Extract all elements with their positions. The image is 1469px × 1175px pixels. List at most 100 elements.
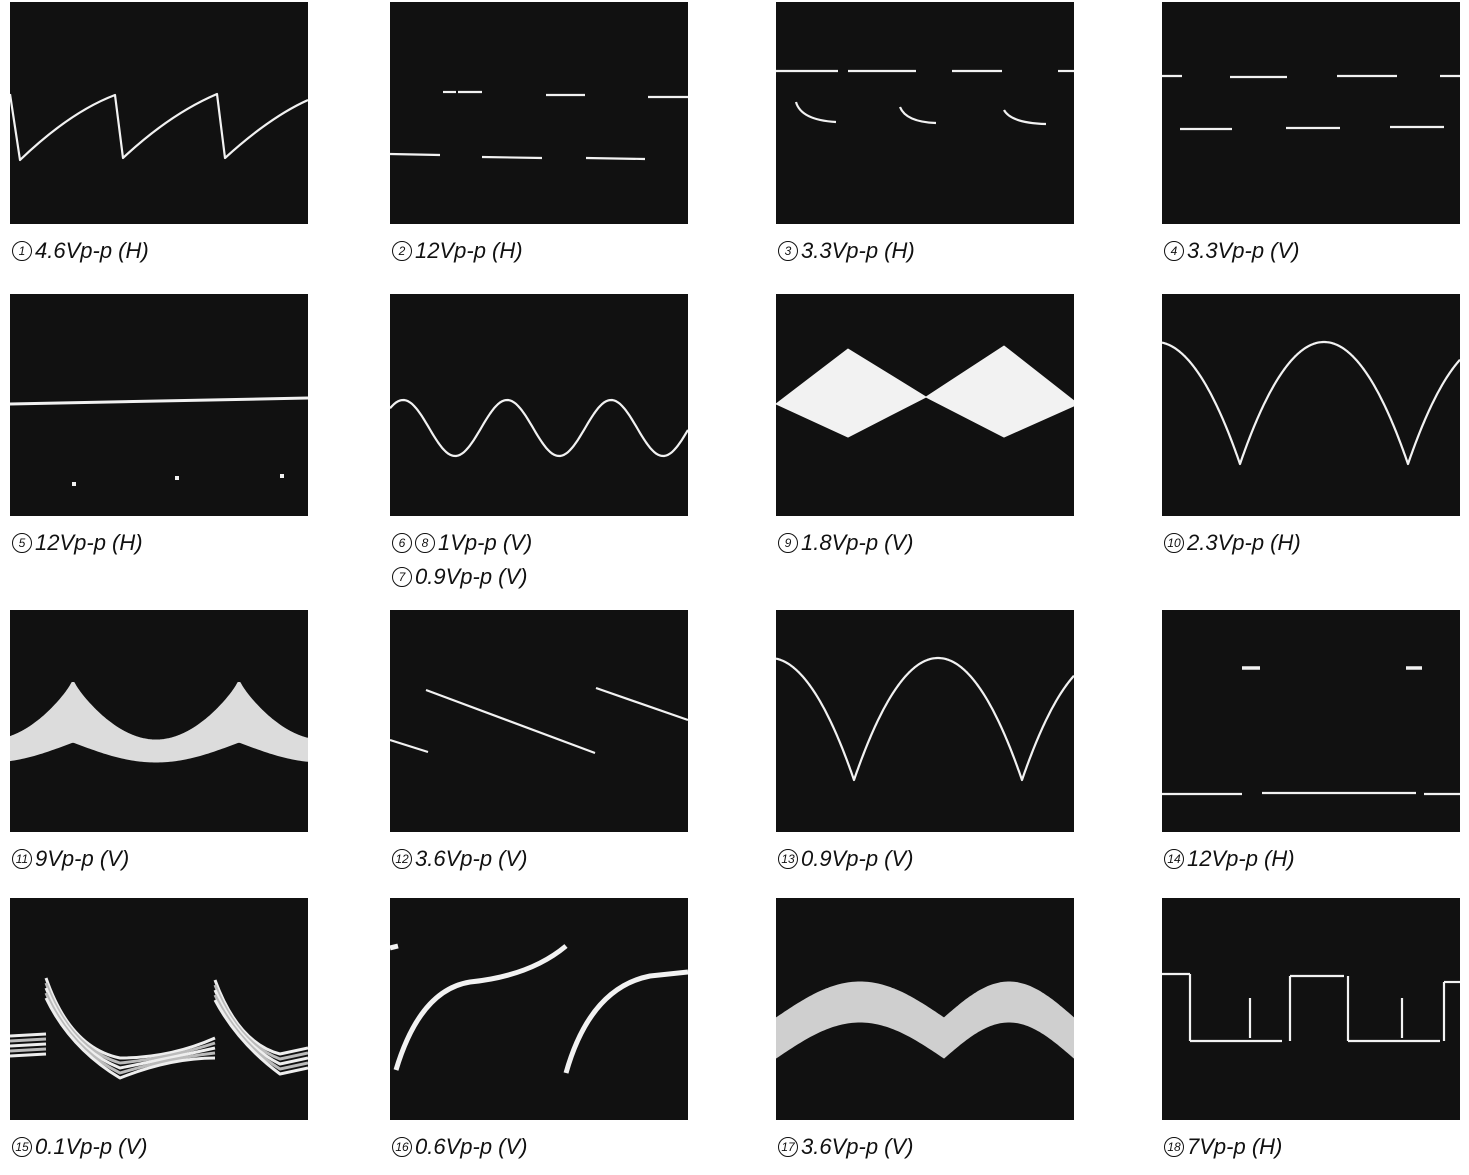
waveform-svg: [1162, 74, 1460, 131]
circled-number-badge: 17: [778, 1137, 798, 1157]
trace-segment: [425, 688, 596, 755]
voltage-label: 12Vp-p (H): [415, 238, 523, 263]
parabola-trace: [776, 656, 1074, 782]
waveform-svg: [390, 398, 688, 458]
band-trace: [10, 997, 308, 1080]
voltage-label: 3.6Vp-p (V): [801, 1134, 914, 1159]
waveform-svg: [1162, 972, 1460, 1043]
oscilloscope-trace-image: [776, 2, 1074, 224]
circled-number-badge: 18: [1164, 1137, 1184, 1157]
circled-number-badge: 6: [392, 533, 412, 553]
droop: [794, 101, 837, 124]
waveform-svg: [10, 682, 308, 763]
voltage-label: 9Vp-p (V): [35, 846, 130, 871]
circled-number-badge: 16: [392, 1137, 412, 1157]
exp-trace: [393, 944, 568, 1071]
trace-segment: [390, 152, 441, 157]
voltage-label: 12Vp-p (H): [35, 530, 143, 555]
sawtooth-trace: [10, 92, 308, 162]
oscilloscope-trace-image: [10, 2, 308, 224]
circled-number-badge: 10: [1164, 533, 1184, 553]
exp-trace: [563, 969, 688, 1074]
waveform-svg: [1162, 340, 1460, 466]
band-trace: [10, 982, 308, 1065]
circled-number-badge: 3: [778, 241, 798, 261]
oscilloscope-trace-image: [776, 610, 1074, 832]
oscilloscope-trace-image: [1162, 2, 1460, 224]
voltage-label: 3.6Vp-p (V): [415, 846, 528, 871]
droop: [898, 106, 937, 125]
circled-number-badge: 13: [778, 849, 798, 869]
waveform-svg: [390, 90, 688, 161]
circled-number-badge: 1: [12, 241, 32, 261]
trace-segment: [390, 738, 429, 754]
trace-segment: [481, 155, 543, 160]
waveform-svg: [776, 69, 1074, 126]
waveform-svg: [776, 656, 1074, 782]
circled-number-badge: 15: [12, 1137, 32, 1157]
waveform-svg: [10, 92, 308, 162]
circled-number-badge: 8: [415, 533, 435, 553]
voltage-label: 7Vp-p (H): [1187, 1134, 1283, 1159]
oscilloscope-trace-image: [390, 610, 688, 832]
waveform-svg: [776, 345, 1074, 438]
voltage-label: 1.8Vp-p (V): [801, 530, 914, 555]
oscilloscope-trace-image: [10, 898, 308, 1120]
waveform-svg: [390, 943, 688, 1074]
band-trace: [10, 992, 308, 1075]
droop: [1003, 109, 1047, 126]
exp-trace: [390, 943, 399, 951]
trace-segment: [595, 686, 688, 722]
circled-number-badge: 11: [12, 849, 32, 869]
oscilloscope-trace-image: [10, 610, 308, 832]
envelope: [776, 345, 1074, 438]
oscilloscope-trace-image: [10, 294, 308, 516]
waveform-svg: [10, 977, 308, 1080]
voltage-label: 3.3Vp-p (H): [801, 238, 915, 263]
oscilloscope-trace-image: [1162, 610, 1460, 832]
sine-trace: [390, 398, 688, 458]
circled-number-badge: 4: [1164, 241, 1184, 261]
waveform-svg: [390, 686, 688, 755]
band-trace: [10, 977, 308, 1060]
voltage-label: 1Vp-p (V): [438, 530, 533, 555]
voltage-label: 12Vp-p (H): [1187, 846, 1295, 871]
voltage-label: 4.6Vp-p (H): [35, 238, 149, 263]
trace-segment: [585, 156, 646, 161]
oscilloscope-trace-image: [776, 898, 1074, 1120]
oscilloscope-trace-image: [390, 294, 688, 516]
voltage-label: 2.3Vp-p (H): [1187, 530, 1301, 555]
oscilloscope-trace-image: [1162, 898, 1460, 1120]
circled-number-badge: 9: [778, 533, 798, 553]
waveform-svg: [1162, 666, 1460, 796]
waveform-svg: [10, 396, 308, 486]
parabola-trace: [1162, 340, 1460, 466]
voltage-label: 0.6Vp-p (V): [415, 1134, 528, 1159]
circled-number-badge: 5: [12, 533, 32, 553]
band: [10, 682, 308, 763]
circled-number-badge: 2: [392, 241, 412, 261]
voltage-label: 0.9Vp-p (V): [801, 846, 914, 871]
band: [776, 981, 1074, 1059]
voltage-label: 3.3Vp-p (V): [1187, 238, 1300, 263]
voltage-label: 0.1Vp-p (V): [35, 1134, 148, 1159]
oscilloscope-trace-image: [390, 898, 688, 1120]
circled-number-badge: 12: [392, 849, 412, 869]
oscilloscope-trace-image: [1162, 294, 1460, 516]
voltage-label: 0.9Vp-p (V): [415, 564, 528, 589]
